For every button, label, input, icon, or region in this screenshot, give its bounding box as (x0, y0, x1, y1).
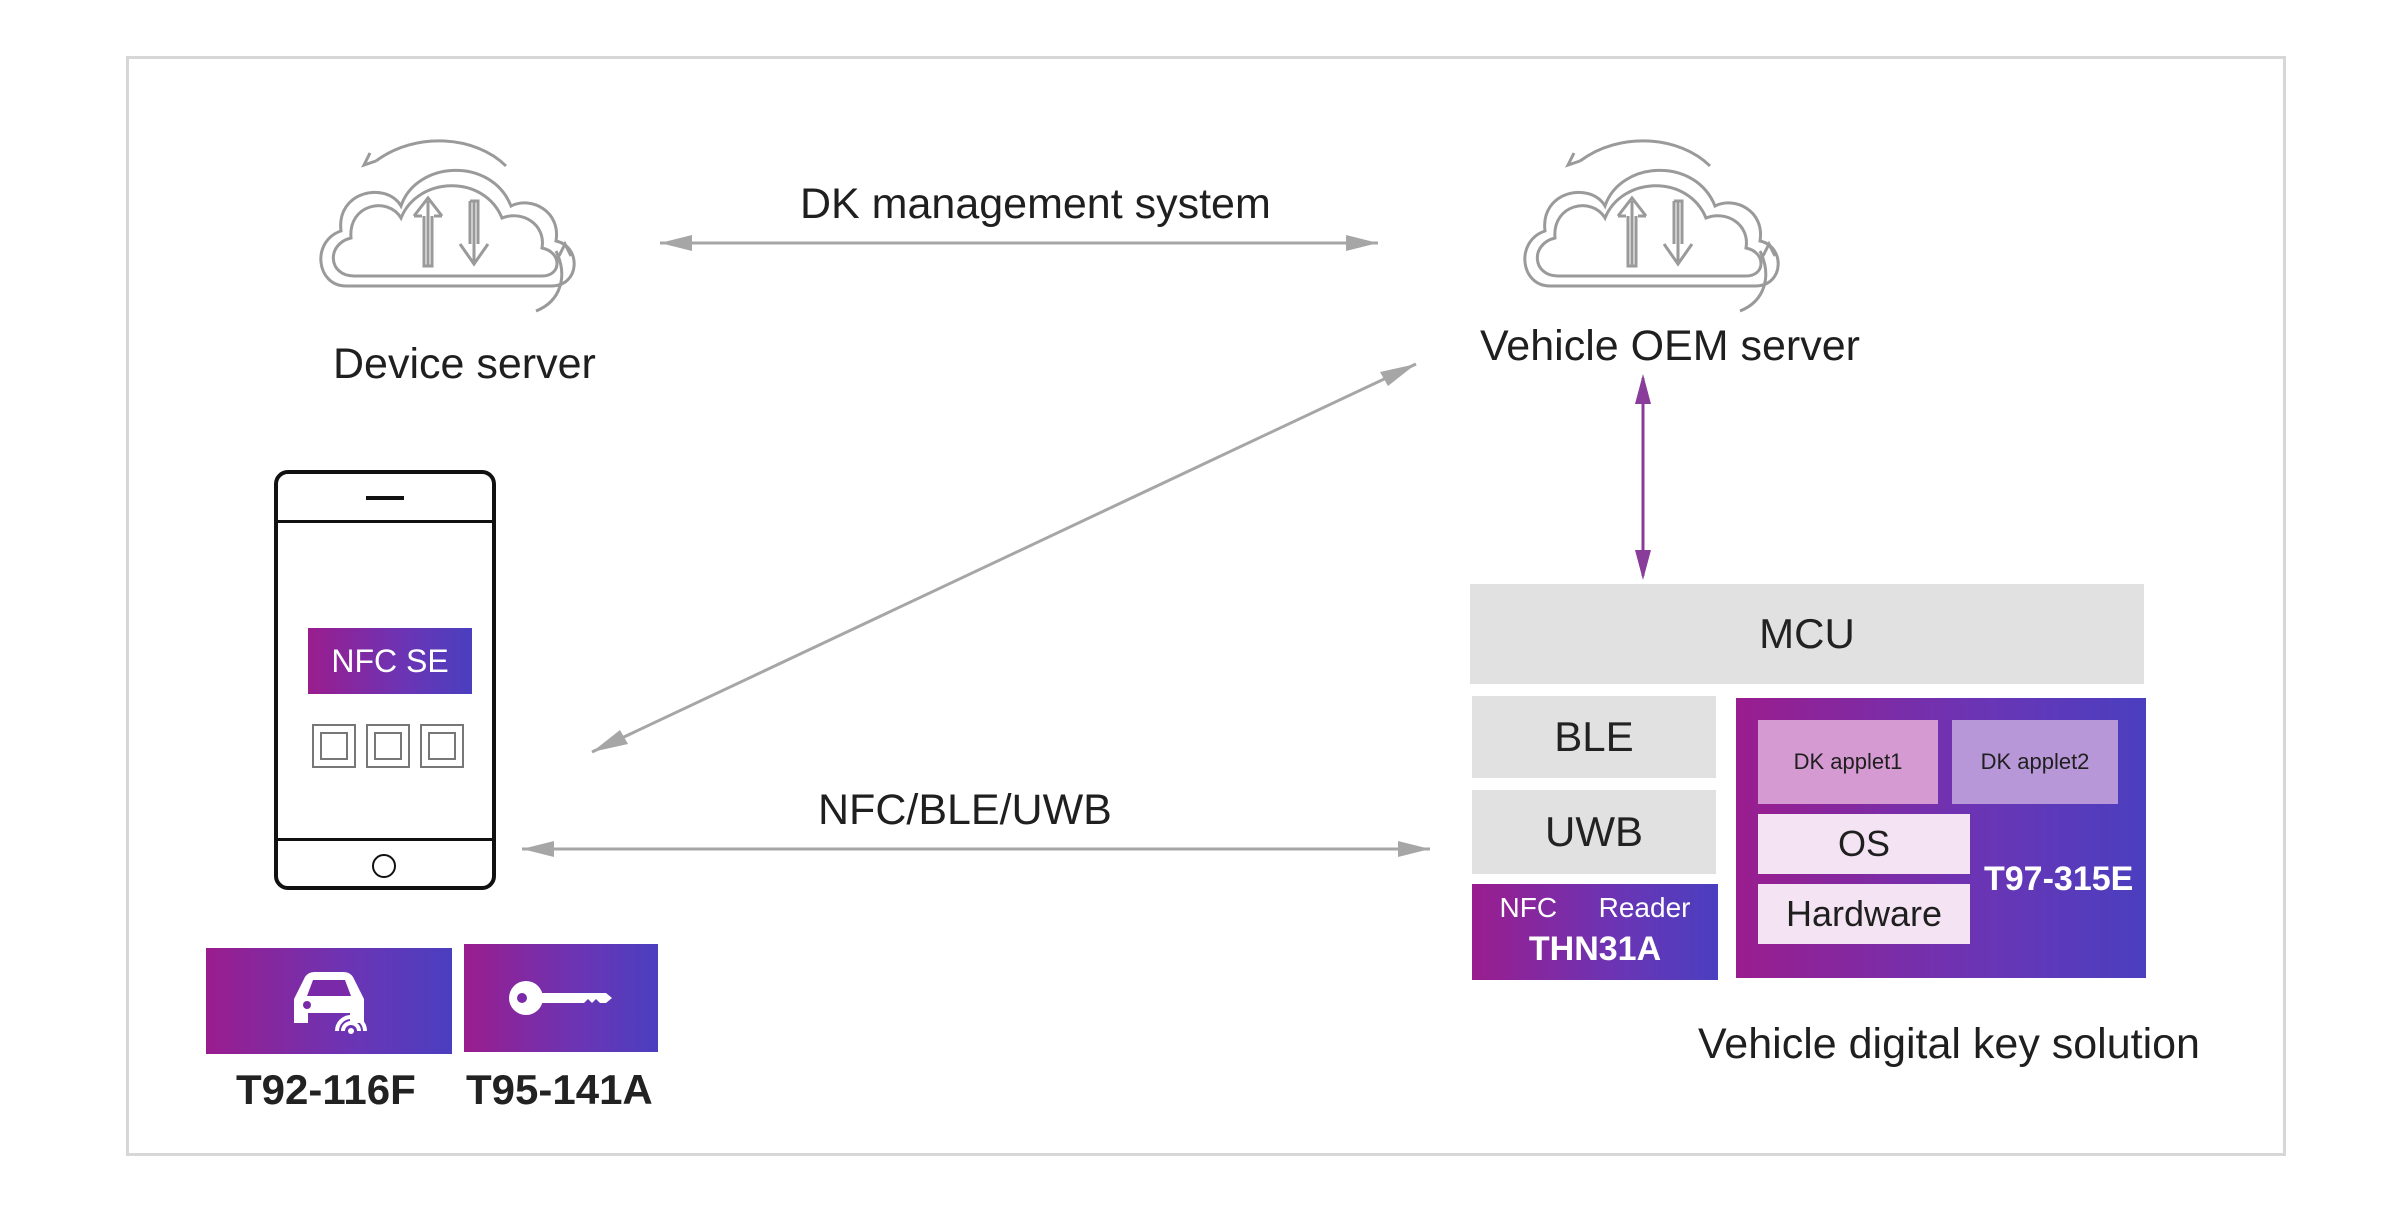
se-chip-label: T97-315E (1984, 860, 2134, 898)
oem-phone-arrow (591, 362, 1417, 754)
dk-management-arrow (660, 235, 1378, 251)
dk-applet2-box: DK applet2 (1952, 720, 2118, 804)
phone-square-icon-3 (420, 724, 464, 768)
mcu-box: MCU (1470, 584, 2144, 684)
car-chip-label: T92-116F (236, 1066, 416, 1113)
hardware-label: Hardware (1785, 893, 1943, 934)
dk-applet2-label: DK applet2 (1980, 749, 2090, 774)
phone-top-bezel-line (278, 520, 492, 523)
smartphone: NFC SE (274, 470, 496, 890)
se-chip-block: DK applet1 DK applet2 OS Hardware T97-31… (1736, 698, 2146, 978)
reader-chip-label: THN31A (1528, 930, 1662, 968)
phone-square-icon-2 (366, 724, 410, 768)
os-box: OS (1758, 814, 1970, 874)
uwb-label: UWB (1545, 808, 1643, 855)
ble-box: BLE (1472, 696, 1716, 778)
key-chip-badge (464, 944, 658, 1052)
phone-home-button (372, 854, 396, 878)
device-server-label: Device server (333, 340, 596, 388)
os-label: OS (1837, 823, 1890, 864)
phone-square-icon-1 (312, 724, 356, 768)
nfc-ble-uwb-label: NFC/BLE/UWB (818, 786, 1112, 834)
phone-speaker (366, 496, 404, 500)
key-icon (509, 981, 612, 1015)
vehicle-solution-label: Vehicle digital key solution (1698, 1020, 2200, 1068)
ble-label: BLE (1554, 713, 1634, 760)
nfc-se-chip: NFC SE (308, 628, 472, 694)
oem-server-label: Vehicle OEM server (1480, 322, 1860, 370)
reader-label: Reader (1598, 892, 1691, 923)
nfc-se-label: NFC SE (331, 642, 449, 679)
key-chip-label: T95-141A (466, 1066, 653, 1113)
oem-mcu-arrow (1635, 374, 1651, 580)
nfc-ble-uwb-arrow (522, 841, 1430, 857)
nfc-reader-box: NFC Reader THN31A (1472, 884, 1718, 980)
dk-applet1-label: DK applet1 (1793, 749, 1903, 774)
nfc-reader-caption: NFC Reader (1472, 892, 1718, 924)
car-wifi-icon (294, 972, 367, 1034)
device-server-cloud-icon (319, 139, 576, 313)
oem-server-cloud-icon (1523, 139, 1780, 313)
phone-bottom-bezel-line (278, 838, 492, 841)
hardware-box: Hardware (1758, 884, 1970, 944)
uwb-box: UWB (1472, 790, 1716, 874)
dk-management-label: DK management system (800, 180, 1271, 228)
mcu-label: MCU (1759, 610, 1855, 657)
dk-applet1-box: DK applet1 (1758, 720, 1938, 804)
car-chip-badge (206, 948, 452, 1054)
diagram-frame (126, 56, 2286, 1156)
nfc-label: NFC (1499, 892, 1558, 923)
